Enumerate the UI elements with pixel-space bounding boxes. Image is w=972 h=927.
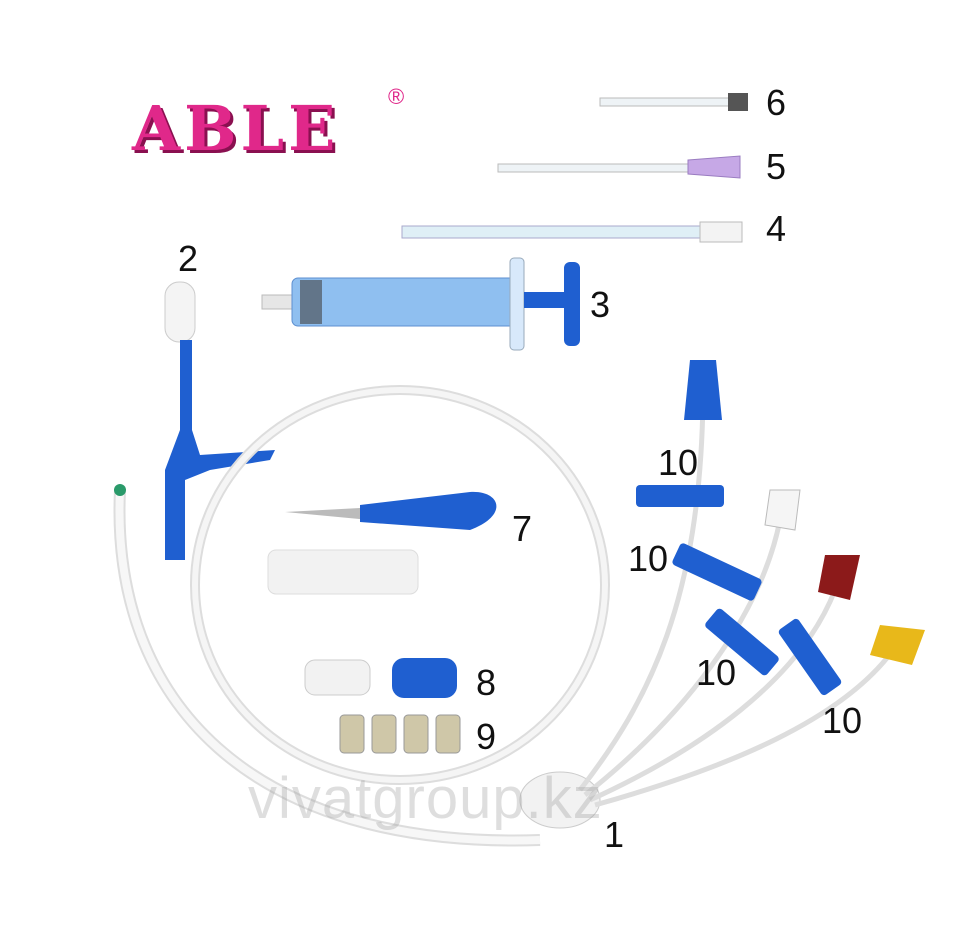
label-2: 2	[178, 238, 199, 279]
needle-6	[599, 93, 748, 111]
needle-5	[497, 155, 741, 179]
label-10-c: 10	[696, 652, 737, 693]
syringe-3	[261, 257, 580, 351]
label-1: 1	[604, 814, 625, 855]
label-6: 6	[766, 82, 787, 123]
label-8: 8	[476, 662, 497, 703]
scalpel-7	[267, 491, 497, 595]
fixation-wings-8	[304, 658, 457, 698]
label-5: 5	[766, 146, 787, 187]
label-10-d: 10	[822, 700, 863, 741]
catheter-loop	[113, 385, 610, 847]
extension-lines	[578, 399, 903, 808]
injection-caps-9	[339, 714, 461, 754]
registered-mark: ®	[388, 84, 405, 109]
label-7: 7	[512, 508, 533, 549]
guidewire-advancer-2	[164, 281, 275, 560]
clamps-10	[636, 485, 842, 696]
label-10-a: 10	[658, 442, 699, 483]
label-9: 9	[476, 716, 497, 757]
dilator-4	[401, 221, 743, 243]
label-10-b: 10	[628, 538, 669, 579]
able-logo: ABLE	[132, 92, 340, 165]
luer-connectors	[684, 360, 925, 665]
label-3: 3	[590, 284, 611, 325]
label-4: 4	[766, 208, 787, 249]
watermark: vivatgroup.kz	[248, 766, 603, 831]
